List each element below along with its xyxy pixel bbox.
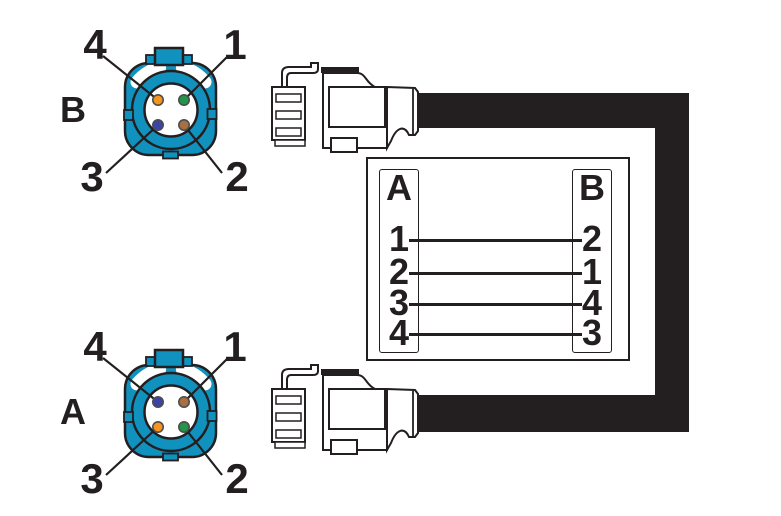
pin-number-cell: 1 bbox=[581, 251, 603, 292]
callout-line-3 bbox=[105, 426, 159, 476]
key-bump-right bbox=[182, 54, 193, 65]
contact-slot bbox=[275, 395, 302, 405]
callout-line-2 bbox=[183, 426, 223, 476]
body-window bbox=[328, 86, 386, 128]
pin-callout-2: 2 bbox=[225, 153, 249, 200]
latch-slot-left bbox=[130, 363, 167, 391]
strain-relief-boot bbox=[386, 85, 419, 152]
column-header-b: B bbox=[579, 167, 605, 208]
front-step bbox=[274, 441, 306, 449]
notch-left bbox=[123, 411, 134, 423]
body-window bbox=[328, 388, 386, 430]
connector-a-pin-1 bbox=[178, 396, 191, 409]
latch-slot-left bbox=[130, 61, 167, 89]
column-header-a: A bbox=[386, 167, 412, 208]
pin-callout-3: 3 bbox=[80, 455, 104, 502]
wire-line-1 bbox=[409, 239, 582, 242]
contact-slot bbox=[275, 110, 302, 120]
notch-bottom bbox=[162, 452, 179, 462]
connector-a-pin-4 bbox=[152, 396, 165, 409]
wire-line-2 bbox=[409, 272, 582, 275]
front-step bbox=[274, 139, 306, 147]
connector-a-pin-2 bbox=[178, 421, 191, 434]
pin-callout-4: 4 bbox=[83, 323, 107, 370]
pin-cavity bbox=[143, 384, 199, 440]
key-bump-right bbox=[182, 356, 193, 367]
plug-side-view-top bbox=[271, 62, 419, 153]
connector-b-pin-1 bbox=[178, 94, 191, 107]
latch bbox=[281, 364, 319, 390]
callout-line-3 bbox=[105, 124, 159, 174]
pin-callout-3: 3 bbox=[80, 153, 104, 200]
notch-right bbox=[206, 410, 218, 422]
latch bbox=[281, 62, 319, 88]
callout-line-1 bbox=[183, 56, 228, 101]
pin-number-cell: 4 bbox=[388, 312, 410, 353]
callout-line-4 bbox=[102, 55, 159, 101]
contact-slot bbox=[275, 93, 302, 103]
callout-line-4 bbox=[102, 357, 159, 403]
pin-callout-1: 1 bbox=[223, 323, 247, 370]
latch-bar bbox=[321, 67, 359, 73]
connector-b-pin-4 bbox=[152, 94, 165, 107]
key-bump-left bbox=[145, 356, 156, 367]
connector-b-pin-2 bbox=[178, 119, 191, 132]
notch-bottom bbox=[162, 150, 179, 160]
pin-number-cell: 2 bbox=[388, 251, 410, 292]
pin-callout-4: 4 bbox=[83, 21, 107, 68]
contact-slot bbox=[275, 429, 302, 439]
connector-b-pin-3 bbox=[152, 119, 165, 132]
contact-slot bbox=[275, 412, 302, 422]
pin-number-cell: 4 bbox=[581, 282, 603, 323]
wiring-column-a bbox=[379, 169, 419, 353]
wire-line-4 bbox=[409, 333, 582, 336]
plug-side-view-bottom bbox=[271, 364, 419, 455]
connector-label-a: A bbox=[60, 391, 86, 432]
wiring-column-b bbox=[572, 169, 612, 353]
latch-bar bbox=[321, 369, 359, 375]
latch-slot-right bbox=[175, 61, 212, 89]
wire-line-3 bbox=[409, 303, 582, 306]
bottom-clip bbox=[330, 439, 358, 455]
key-bump-left bbox=[145, 54, 156, 65]
bottom-clip bbox=[330, 137, 358, 153]
callout-line-1 bbox=[183, 358, 228, 403]
strain-relief-boot bbox=[386, 387, 419, 454]
callout-line-2 bbox=[183, 124, 223, 174]
contact-slot bbox=[275, 127, 302, 137]
pin-number-cell: 3 bbox=[388, 282, 410, 323]
pin-number-cell: 2 bbox=[581, 218, 603, 259]
key-tab bbox=[153, 348, 185, 369]
connector-label-b: B bbox=[60, 89, 86, 130]
latch-slot-right bbox=[175, 363, 212, 391]
pin-callout-1: 1 bbox=[223, 21, 247, 68]
pin-number-cell: 3 bbox=[581, 312, 603, 353]
pin-callout-2: 2 bbox=[225, 455, 249, 502]
connector-face-b: B 4 1 3 2 bbox=[55, 15, 265, 205]
pin-number-cell: 1 bbox=[388, 218, 410, 259]
pin-cavity bbox=[143, 82, 199, 138]
connector-a-pin-3 bbox=[152, 421, 165, 434]
notch-right bbox=[206, 108, 218, 120]
circular-connector-drawing-a bbox=[102, 348, 228, 476]
connector-face-a: A 4 1 3 2 bbox=[55, 317, 265, 507]
wiring-table: A B 1 2 3 4 2 1 4 3 bbox=[366, 157, 630, 361]
cable-loop bbox=[417, 93, 689, 432]
key-tab bbox=[153, 46, 185, 67]
notch-left bbox=[123, 109, 134, 121]
circular-connector-drawing-b bbox=[102, 46, 228, 174]
